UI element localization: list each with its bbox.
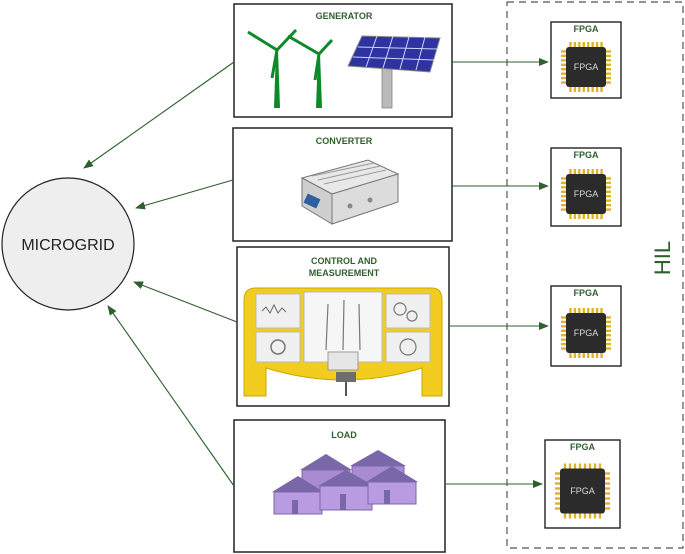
fpga-blocks: FPGA FPGA FPGA FPGA FPGA FPGA FPGA FPGA <box>544 21 622 529</box>
chip-pins <box>555 463 610 519</box>
fpga-top-label: FPGA <box>570 442 596 452</box>
fpga-chip-icon <box>566 47 606 87</box>
fpga-chip-icon <box>560 468 605 514</box>
solar-panel-icon <box>347 35 441 109</box>
microgrid-node: MICROGRID <box>1 177 135 311</box>
control-measurement-box: CONTROL AND MEASUREMENT <box>236 246 450 407</box>
control-title-line1: CONTROL AND <box>311 256 377 266</box>
fpga-chip-label: FPGA <box>574 328 599 338</box>
arrow-converter-to-microgrid <box>135 179 234 210</box>
microgrid-label: MICROGRID <box>21 237 114 254</box>
converter-box: CONVERTER <box>232 127 453 242</box>
load-title: LOAD <box>331 430 357 440</box>
arrow-load-to-microgrid <box>107 305 235 487</box>
chip-pins <box>561 308 611 358</box>
wind-turbine-icon <box>247 28 334 108</box>
chip-pins <box>561 169 611 219</box>
fpga-block: FPGA FPGA <box>544 439 621 529</box>
fpga-chip-label: FPGA <box>574 62 599 72</box>
generator-box: GENERATOR <box>233 3 453 118</box>
hil-label: HIL <box>650 241 675 275</box>
control-title-line2: MEASUREMENT <box>309 268 380 278</box>
fpga-top-label: FPGA <box>573 24 599 34</box>
converter-title: CONVERTER <box>316 136 373 146</box>
load-box: LOAD <box>233 419 446 553</box>
hil-region: HIL <box>506 1 684 549</box>
arrow-control-to-microgrid <box>133 281 238 323</box>
houses-icon <box>272 450 418 515</box>
power-converter-icon <box>300 159 400 225</box>
fpga-chip-icon <box>566 313 606 353</box>
control-room-icon <box>243 287 443 397</box>
arrow-generator-to-microgrid <box>83 61 235 169</box>
fpga-block: FPGA FPGA <box>550 147 622 227</box>
fpga-chip-label: FPGA <box>570 486 595 496</box>
chip-pins <box>561 42 611 92</box>
fpga-top-label: FPGA <box>573 150 599 160</box>
generator-title: GENERATOR <box>316 11 373 21</box>
fpga-block: FPGA FPGA <box>550 285 622 367</box>
fpga-top-label: FPGA <box>573 288 599 298</box>
fpga-block: FPGA FPGA <box>550 21 622 99</box>
fpga-chip-label: FPGA <box>574 189 599 199</box>
fpga-chip-icon <box>566 174 606 214</box>
